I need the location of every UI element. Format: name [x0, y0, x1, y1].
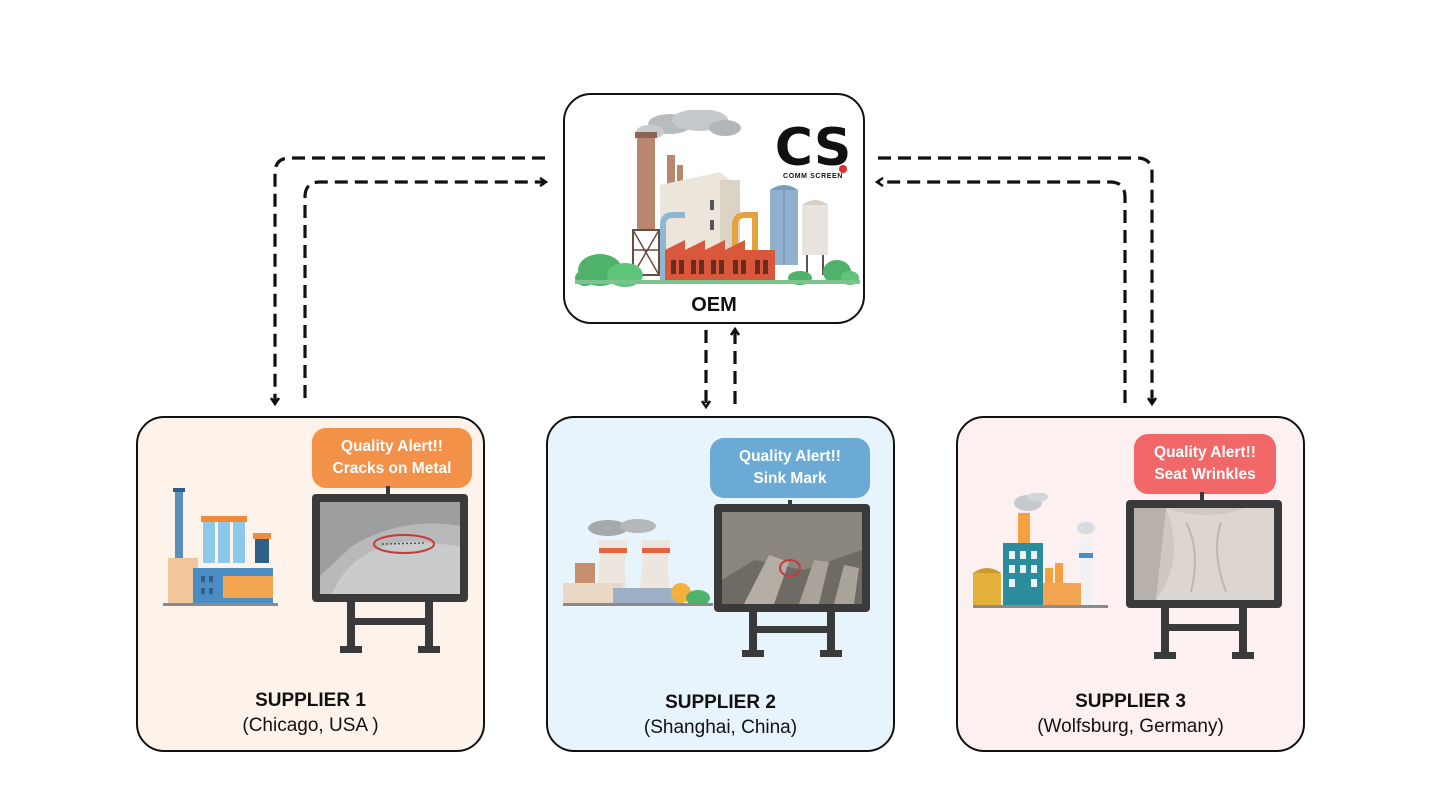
factory-icon [973, 493, 1108, 608]
arrow-supplier3-to-oem [878, 182, 1127, 403]
factory-icon [163, 488, 278, 606]
supplier-location: (Shanghai, China) [643, 717, 798, 738]
quality-alert-badge: Quality Alert!! Cracks on Metal [312, 428, 472, 488]
comm-screen-logo: CS [775, 118, 852, 178]
alert-title: Quality Alert!! [341, 438, 443, 455]
arrow-oem-to-supplier1 [275, 156, 545, 403]
arrow-supplier1-to-oem [303, 182, 545, 398]
oem-card: CS COMM SCREEN OEM [563, 93, 865, 324]
supplier-3-card: Quality Alert!! Seat Wrinkles SUPPLIER 3… [956, 416, 1305, 752]
factory-icon [563, 519, 713, 606]
quality-alert-badge: Quality Alert!! Seat Wrinkles [1134, 434, 1276, 494]
supplier-title: SUPPLIER 1 [255, 690, 366, 711]
alert-issue: Cracks on Metal [332, 460, 452, 477]
monitor-icon [1126, 492, 1282, 659]
monitor-icon [312, 486, 468, 653]
oem-factory-icon [575, 110, 860, 287]
alert-issue: Seat Wrinkles [1154, 466, 1256, 483]
comm-screen-text: COMM SCREEN [783, 173, 843, 180]
supplier-title: SUPPLIER 3 [1075, 691, 1186, 712]
supplier-2-card: Quality Alert!! Sink Mark SUPPLIER 2 (Sh… [546, 416, 895, 752]
alert-title: Quality Alert!! [1154, 444, 1256, 461]
alert-title: Quality Alert!! [739, 448, 841, 465]
svg-text:CS: CS [775, 118, 852, 178]
supplier-1-card: Quality Alert!! Cracks on Metal SUPPLIER… [136, 416, 485, 752]
monitor-icon [714, 500, 870, 657]
supplier-location: (Wolfsburg, Germany) [1037, 716, 1224, 737]
arrow-oem-to-supplier3 [878, 156, 1152, 403]
supplier-title: SUPPLIER 2 [665, 692, 776, 713]
oem-label: OEM [691, 294, 737, 316]
supplier-location: (Chicago, USA ) [242, 715, 379, 736]
quality-alert-badge: Quality Alert!! Sink Mark [710, 438, 870, 498]
alert-issue: Sink Mark [753, 470, 827, 487]
